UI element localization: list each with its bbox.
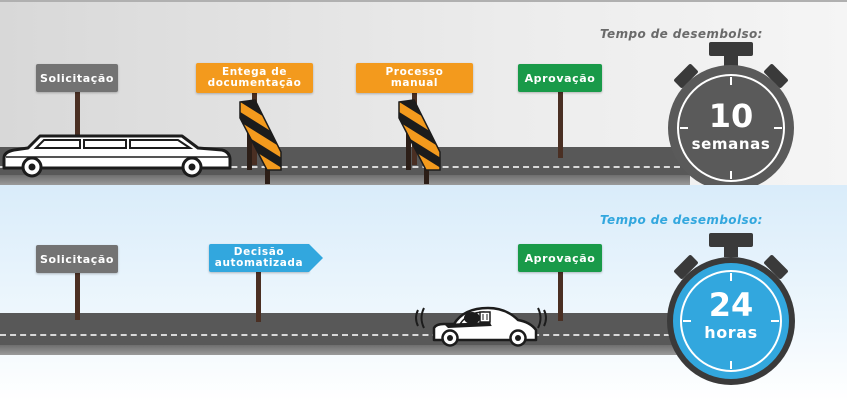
sign-request: Solicitação: [36, 64, 118, 92]
sign-automated-decision: Decisão automatizada: [209, 244, 323, 272]
lane-marking: [0, 334, 690, 336]
stopwatch-icon: [667, 233, 795, 385]
barricade-icon: [398, 99, 441, 184]
sign-post: [558, 269, 563, 321]
slow-process-panel: Solicitação Entega de documentação Proce…: [0, 0, 847, 191]
sign-post: [256, 270, 261, 322]
road-edge: [0, 175, 690, 185]
sign-approval: Aprovação: [518, 64, 602, 92]
road-edge: [0, 345, 690, 355]
race-car-icon: [415, 306, 547, 347]
sign-post: [75, 90, 80, 150]
disbursement-time-caption: Tempo de desembolso:: [600, 27, 763, 41]
fast-process-panel: Solicitação Decisão automatizada Aprovaç…: [0, 185, 847, 402]
lane-marking: [0, 166, 690, 168]
stopwatch-icon: [668, 42, 794, 191]
road-bottom: [0, 313, 690, 355]
disbursement-time-caption: Tempo de desembolso:: [600, 213, 763, 227]
limousine-icon: [2, 134, 232, 178]
barricade-icon: [239, 99, 282, 184]
sign-request: Solicitação: [36, 245, 118, 273]
sign-post: [75, 270, 80, 320]
timer-value: 24: [708, 286, 754, 324]
sign-post: [558, 90, 563, 158]
sign-document-delivery: Entega de documentação: [196, 63, 313, 93]
sign-manual-process: Processo manual: [356, 63, 473, 93]
timer-unit: horas: [704, 323, 758, 342]
timer-value: 10: [708, 97, 754, 135]
timer-unit: semanas: [691, 135, 771, 153]
sign-approval: Aprovação: [518, 244, 602, 272]
